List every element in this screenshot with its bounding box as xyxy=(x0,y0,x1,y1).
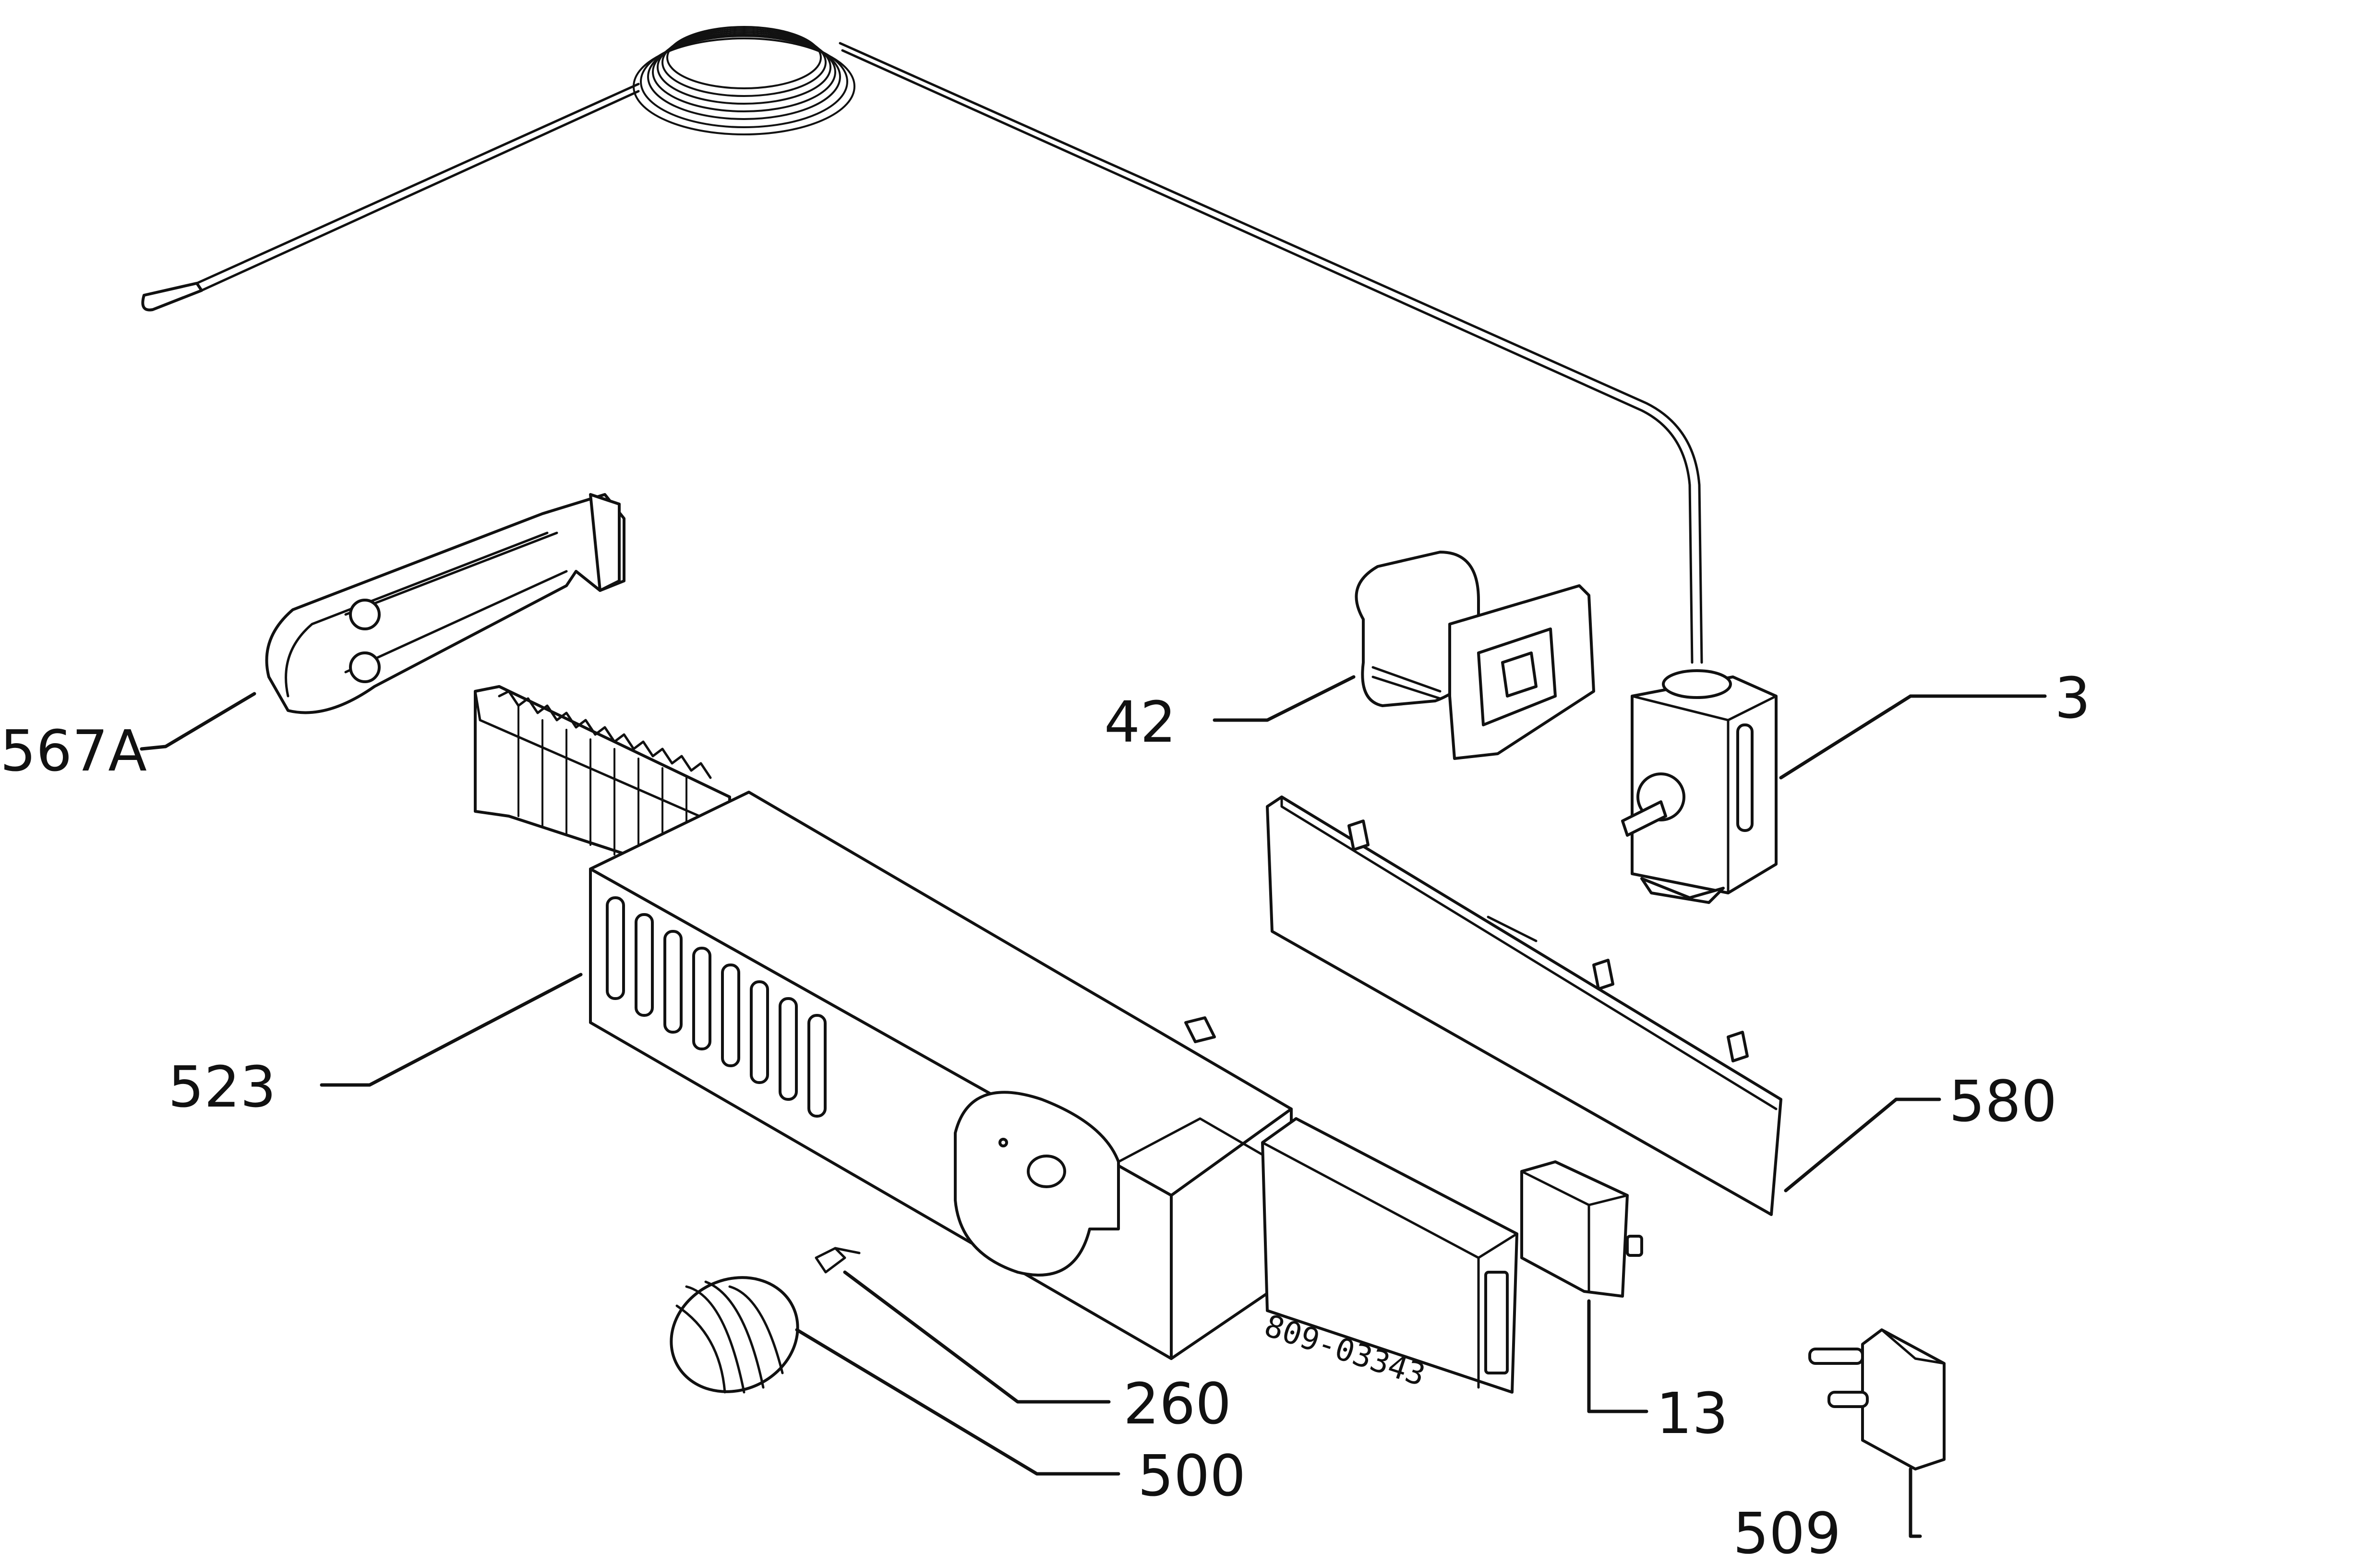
label-500: 500 xyxy=(1138,1443,1246,1509)
leader-500 xyxy=(795,1328,1120,1476)
part-523-housing xyxy=(589,791,1293,1360)
leader-13 xyxy=(1587,1299,1648,1413)
leader-509 xyxy=(1909,1467,1922,1538)
leader-42 xyxy=(1213,675,1356,722)
part-labels: 567A 42 3 523 580 260 500 13 509 xyxy=(0,665,2091,1554)
leader-3b xyxy=(1779,694,1912,780)
capillary-coil xyxy=(633,26,855,135)
capillary-tube xyxy=(141,26,1703,664)
label-260: 260 xyxy=(1123,1371,1231,1437)
leader-523 xyxy=(320,973,583,1087)
housing-vents xyxy=(606,896,827,1118)
part-500-knob xyxy=(670,1276,799,1394)
leader-567a xyxy=(140,692,256,751)
label-42: 42 xyxy=(1104,689,1176,755)
leader-260 xyxy=(843,1270,1111,1404)
label-13: 13 xyxy=(1656,1380,1728,1446)
board-components xyxy=(1347,819,1749,1062)
label-523: 523 xyxy=(168,1054,276,1120)
part-42-lamp-holder xyxy=(1355,551,1595,760)
label-567a: 567A xyxy=(0,718,147,784)
part-509-small-bracket xyxy=(1808,1328,1946,1470)
label-3: 3 xyxy=(2055,665,2091,731)
part-567a-bracket xyxy=(265,493,625,714)
leader-lines xyxy=(140,675,2047,1538)
part-13-switch xyxy=(1520,1160,1643,1298)
part-3-thermostat xyxy=(1621,669,1778,904)
label-509: 509 xyxy=(1733,1500,1841,1554)
capillary-probe xyxy=(141,282,203,312)
part-260-clip xyxy=(815,1247,861,1274)
part-580-circuit-board xyxy=(1266,795,1782,1216)
label-580: 580 xyxy=(1949,1068,2057,1134)
cover-block: 809-03343 xyxy=(1260,1117,1518,1394)
leader-580b xyxy=(1784,1097,1898,1193)
